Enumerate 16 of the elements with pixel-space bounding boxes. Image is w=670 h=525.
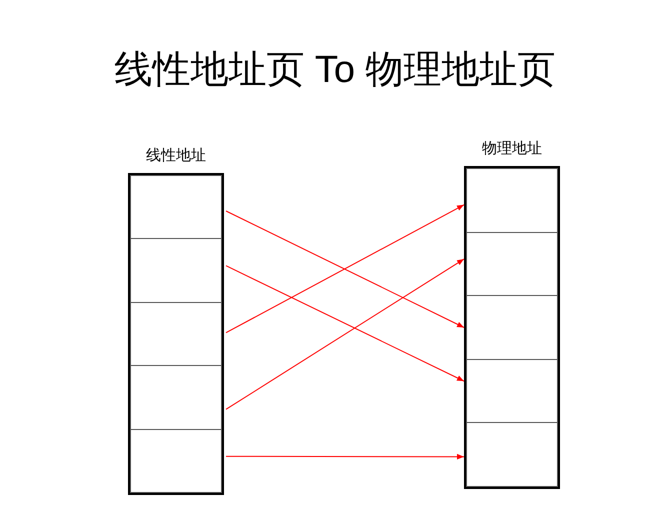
page-slot bbox=[466, 358, 558, 424]
page-slot bbox=[130, 428, 222, 494]
column-heading: 物理地址 bbox=[482, 138, 542, 159]
arrow bbox=[226, 454, 464, 460]
page-slot bbox=[466, 168, 558, 233]
page-slot bbox=[130, 365, 222, 430]
column-heading: 线性地址 bbox=[146, 145, 206, 166]
arrow bbox=[226, 265, 464, 382]
page-slot bbox=[130, 238, 222, 303]
page-slot bbox=[466, 422, 558, 487]
page-slot bbox=[130, 175, 222, 240]
page-slot bbox=[466, 232, 558, 296]
page-slot bbox=[130, 302, 222, 366]
page-slot bbox=[466, 295, 558, 360]
arrow bbox=[226, 258, 464, 410]
title: 线性地址页 To 物理地址页 bbox=[113, 48, 557, 93]
